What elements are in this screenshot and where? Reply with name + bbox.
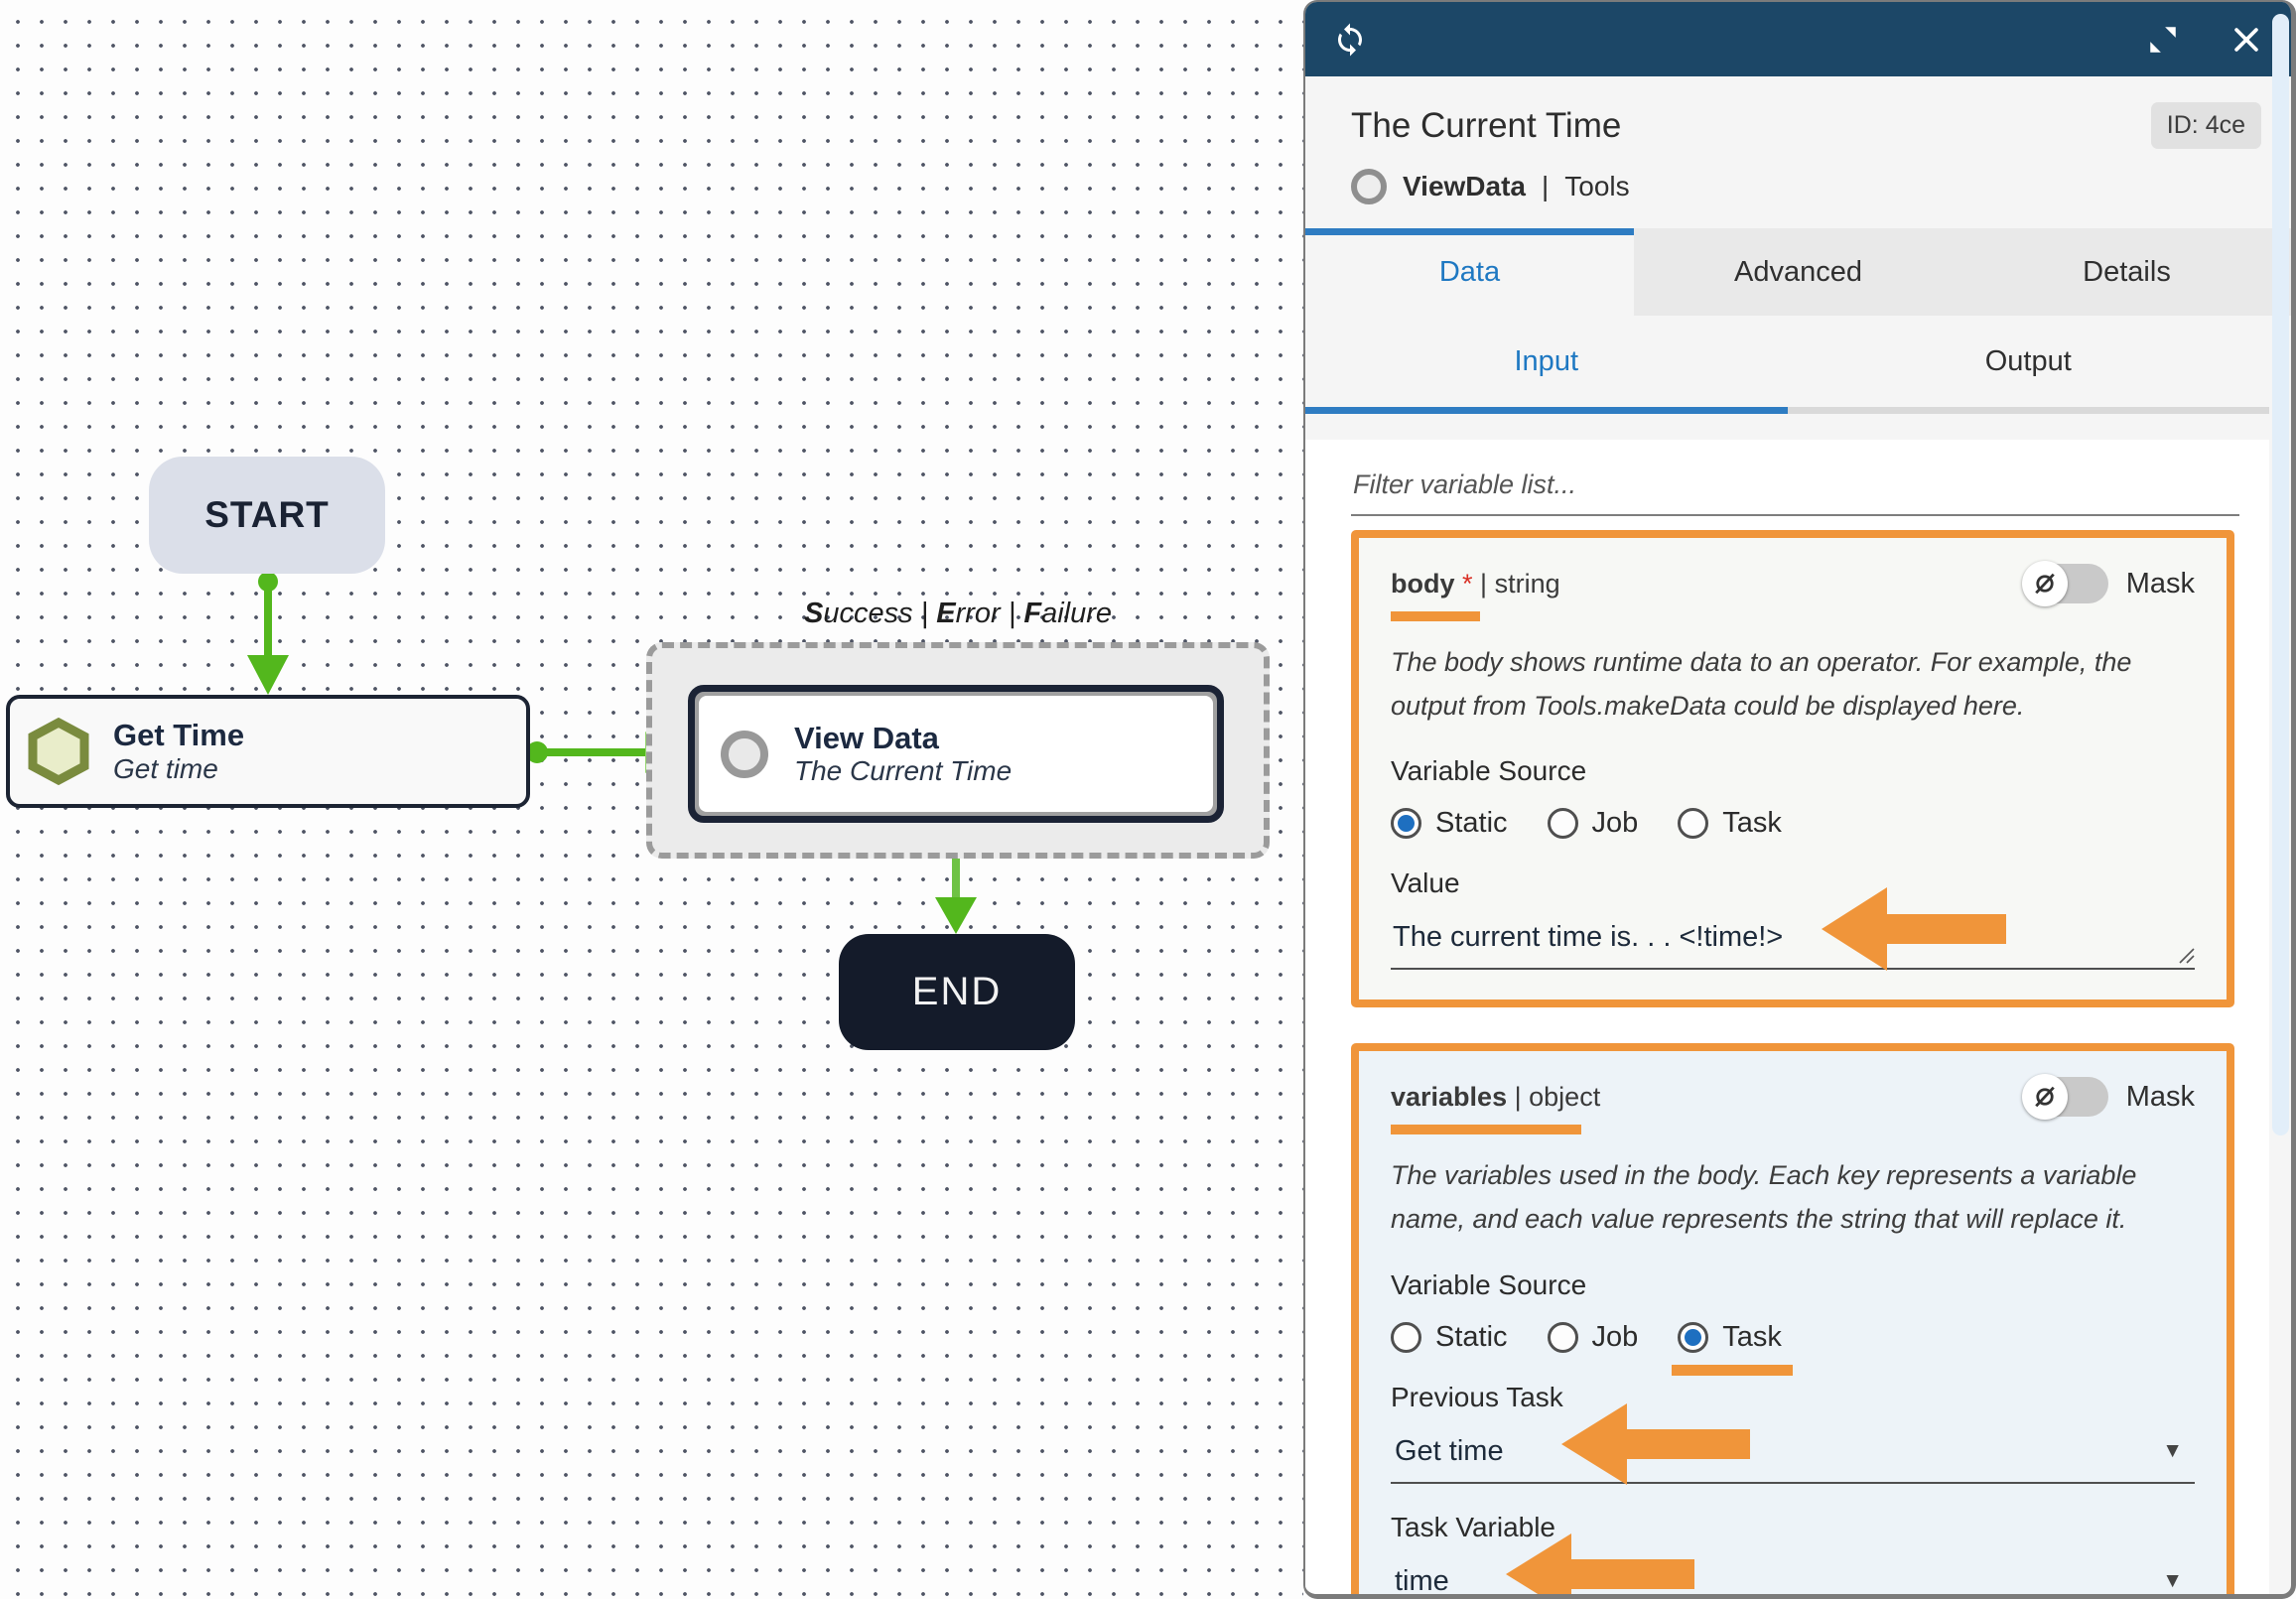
field-box-body: body * | string Mask The body shows runt… <box>1351 530 2234 1008</box>
body-value-input[interactable] <box>1393 921 2145 955</box>
task-config-panel: The Current Time ID: 4ce ViewData | Tool… <box>1303 0 2296 1599</box>
tab-advanced[interactable]: Advanced <box>1734 255 1862 288</box>
get-time-node[interactable]: Get Time Get time <box>6 695 530 808</box>
radio-job[interactable]: Job <box>1547 1321 1638 1354</box>
resize-handle[interactable] <box>2178 947 2195 965</box>
radio-static[interactable]: Static <box>1391 1321 1508 1354</box>
value-label: Value <box>1391 867 1460 899</box>
task-variable-label: Task Variable <box>1391 1511 1556 1542</box>
chevron-down-icon: ▼ <box>2162 1569 2183 1593</box>
mask-toggle[interactable] <box>2021 561 2108 606</box>
refresh-icon[interactable] <box>1331 21 1369 59</box>
mask-toggle[interactable] <box>2021 1074 2108 1121</box>
view-data-node[interactable]: View Data The Current Time <box>688 685 1224 823</box>
hexagon-icon <box>28 718 89 785</box>
end-node-label: END <box>911 970 1003 1013</box>
mask-label: Mask <box>2125 1080 2195 1113</box>
id-badge: ID: 4ce <box>2150 102 2261 149</box>
field-box-variables: variables | object Mask The variables us… <box>1351 1043 2234 1594</box>
view-data-title: View Data <box>794 720 939 755</box>
start-node[interactable]: START <box>149 457 385 574</box>
tab-details[interactable]: Details <box>2083 255 2171 288</box>
radio-task[interactable]: Task <box>1672 1321 1794 1376</box>
annotation-underline-task <box>1672 1364 1794 1376</box>
subtab-input[interactable]: Input <box>1305 316 1788 414</box>
page-title: The Current Time <box>1351 105 1622 145</box>
annotation-arrow-previous-task <box>1561 1402 1750 1485</box>
radio-static[interactable]: Static <box>1391 807 1508 840</box>
field-description: The variables used in the body. Each key… <box>1391 1160 2137 1235</box>
tab-bar: Data Advanced Details <box>1305 228 2291 316</box>
eye-off-icon <box>2021 1074 2068 1121</box>
variable-source-label: Variable Source <box>1391 755 1587 787</box>
operator-name: ViewData <box>1403 171 1526 201</box>
eye-off-icon <box>2021 561 2068 606</box>
start-node-label: START <box>204 494 330 535</box>
subtab-bar: Input Output <box>1305 316 2269 414</box>
radio-job[interactable]: Job <box>1547 807 1638 840</box>
view-data-subtitle: The Current Time <box>794 755 1013 787</box>
field-name-underline <box>1391 611 1480 621</box>
field-signature-variables: variables | object <box>1391 1081 1601 1112</box>
chevron-down-icon: ▼ <box>2162 1439 2183 1463</box>
variable-source-radios-body: Static Job Task <box>1391 807 2195 840</box>
edge-caption: Success | Error | Failure <box>803 598 1113 629</box>
mask-label: Mask <box>2125 567 2195 600</box>
get-time-subtitle: Get time <box>113 752 218 784</box>
input-variables-pane: body * | string Mask The body shows runt… <box>1305 440 2269 1594</box>
variable-source-radios-variables: Static Job Task <box>1391 1321 2195 1376</box>
field-description: The body shows runtime data to an operat… <box>1391 647 2132 721</box>
variable-source-label: Variable Source <box>1391 1268 1587 1300</box>
previous-task-label: Previous Task <box>1391 1381 1563 1412</box>
end-node[interactable]: END <box>839 934 1075 1050</box>
workflow-canvas[interactable]: Success | Error | Failure START Get Time… <box>0 0 1303 1599</box>
operator-category: Tools <box>1564 171 1630 201</box>
tab-data[interactable]: Data <box>1305 228 1634 316</box>
previous-task-select[interactable]: Get time ▼ <box>1391 1402 2195 1485</box>
scrollbar-thumb[interactable] <box>2272 14 2289 1135</box>
operator-separator: | <box>1542 171 1550 201</box>
get-time-title: Get Time <box>113 718 245 753</box>
filter-variable-input[interactable] <box>1351 466 2239 516</box>
task-variable-select[interactable]: time ▼ <box>1391 1532 2195 1594</box>
circle-icon <box>721 730 768 778</box>
field-signature-body: body * | string <box>1391 568 1560 599</box>
expand-icon[interactable] <box>2144 21 2182 59</box>
subtab-output[interactable]: Output <box>1787 316 2269 414</box>
panel-header <box>1305 2 2291 76</box>
field-name-underline <box>1391 1125 1581 1135</box>
operator-row: ViewData | Tools <box>1305 149 2291 228</box>
close-icon[interactable] <box>2228 21 2265 59</box>
radio-task[interactable]: Task <box>1678 807 1782 840</box>
operator-status-icon <box>1351 169 1387 204</box>
